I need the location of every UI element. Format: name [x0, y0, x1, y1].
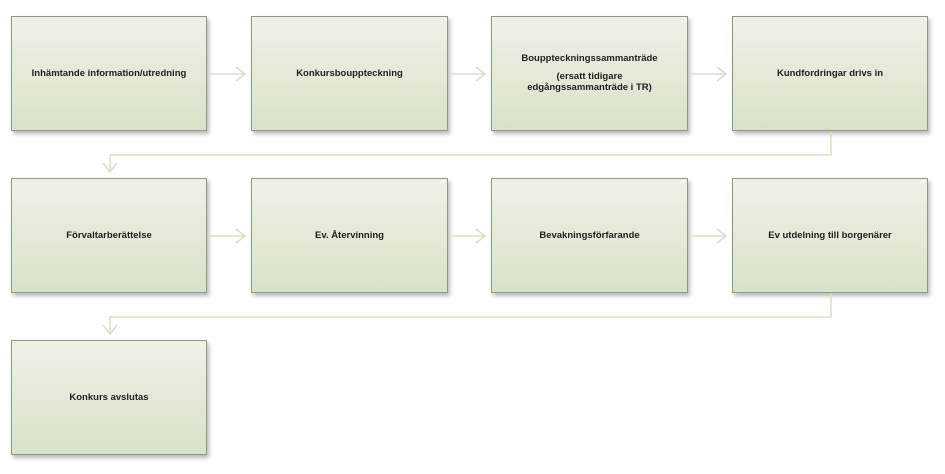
step-utdelning: Ev utdelning till borgenärer: [732, 178, 928, 293]
step-bouppteckningssammantrade: Bouppteckningssammanträde (ersatt tidiga…: [491, 16, 688, 131]
elbow-step4-to-step5: [102, 132, 832, 174]
step-label: Inhämtande information/utredning: [31, 67, 187, 79]
arrow-step5-to-step6: [209, 228, 247, 244]
step-kundfordringar: Kundfordringar drivs in: [732, 16, 928, 131]
step-label: Ev. Återvinning: [315, 229, 384, 241]
step-label: Konkursbouppteckning: [296, 67, 403, 79]
step-atervinning: Ev. Återvinning: [251, 178, 448, 293]
arrow-step2-to-step3: [450, 66, 487, 82]
step-label: Kundfordringar drivs in: [776, 67, 884, 79]
step-bevakningsforfarande: Bevakningsförfarande: [491, 178, 688, 293]
step-konkursbouppteckning: Konkursbouppteckning: [251, 16, 448, 131]
arrow-step6-to-step7: [450, 228, 487, 244]
arrow-step1-to-step2: [209, 66, 247, 82]
step-label: Förvaltarberättelse: [66, 229, 152, 241]
elbow-step8-to-step9: [102, 294, 832, 336]
step-label: Bouppteckningssammanträde: [521, 52, 658, 64]
step-note: (ersatt tidigare edgångssammanträde i TR…: [527, 70, 652, 94]
step-label: Bevakningsförfarande: [539, 229, 640, 241]
step-inhamtande-information: Inhämtande information/utredning: [11, 16, 207, 131]
step-label: Ev utdelning till borgenärer: [768, 229, 892, 241]
step-forvaltarberattelse: Förvaltarberättelse: [11, 178, 207, 293]
arrow-step3-to-step4: [690, 66, 728, 82]
step-label: Konkurs avslutas: [69, 391, 149, 403]
step-konkurs-avslutas: Konkurs avslutas: [11, 340, 207, 455]
arrow-step7-to-step8: [690, 228, 728, 244]
